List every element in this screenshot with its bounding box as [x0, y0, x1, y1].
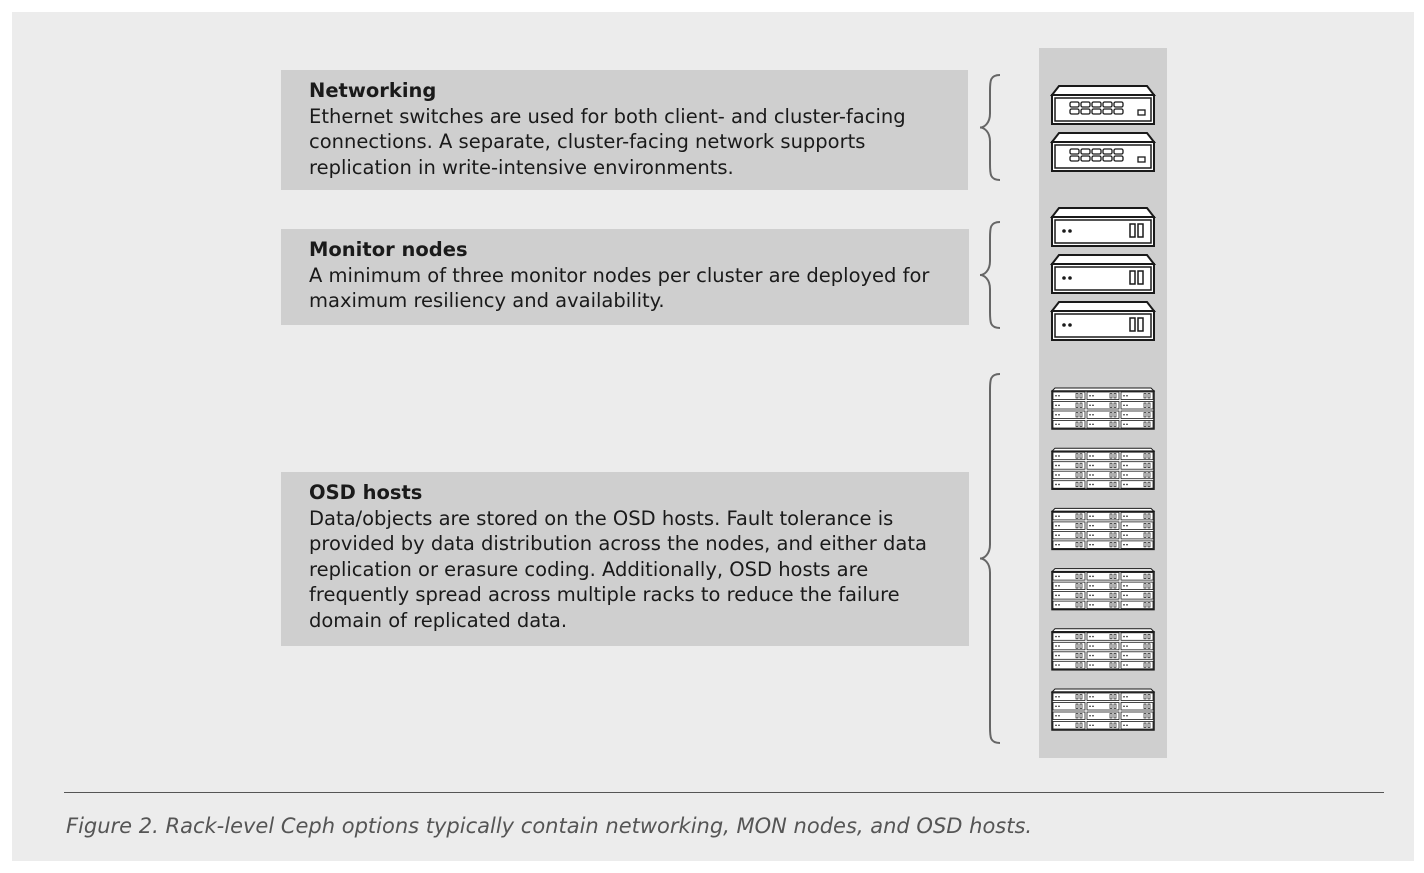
monitor-node-icon [1049, 254, 1157, 294]
caption-divider [64, 792, 1384, 793]
networking-box: Networking Ethernet switches are used fo… [281, 70, 968, 190]
osd-hosts-description: Data/objects are stored on the OSD hosts… [309, 506, 927, 632]
networking-brace [979, 74, 1001, 181]
monitor-node-icon [1049, 301, 1157, 341]
networking-description: Ethernet switches are used for both clie… [309, 104, 906, 179]
osd-host-icon [1050, 688, 1156, 731]
figure-caption: Figure 2. Rack-level Ceph options typica… [66, 814, 1033, 838]
osd-host-icon [1050, 568, 1156, 611]
network-switch-icon [1049, 85, 1157, 125]
monitor-node-icon [1049, 207, 1157, 247]
osd-host-icon [1050, 628, 1156, 671]
osd-host-icon [1050, 447, 1156, 490]
osd-hosts-box: OSD hosts Data/objects are stored on the… [281, 472, 969, 646]
monitor-nodes-title: Monitor nodes [309, 238, 468, 261]
monitor-nodes-brace [979, 221, 1001, 329]
osd-host-icon [1050, 387, 1156, 430]
network-switch-icon [1049, 132, 1157, 172]
monitor-nodes-description: A minimum of three monitor nodes per clu… [309, 263, 930, 313]
osd-hosts-brace [979, 373, 1001, 744]
monitor-nodes-box: Monitor nodes A minimum of three monitor… [281, 229, 969, 325]
osd-hosts-title: OSD hosts [309, 481, 423, 504]
osd-host-icon [1050, 507, 1156, 551]
networking-title: Networking [309, 79, 437, 102]
